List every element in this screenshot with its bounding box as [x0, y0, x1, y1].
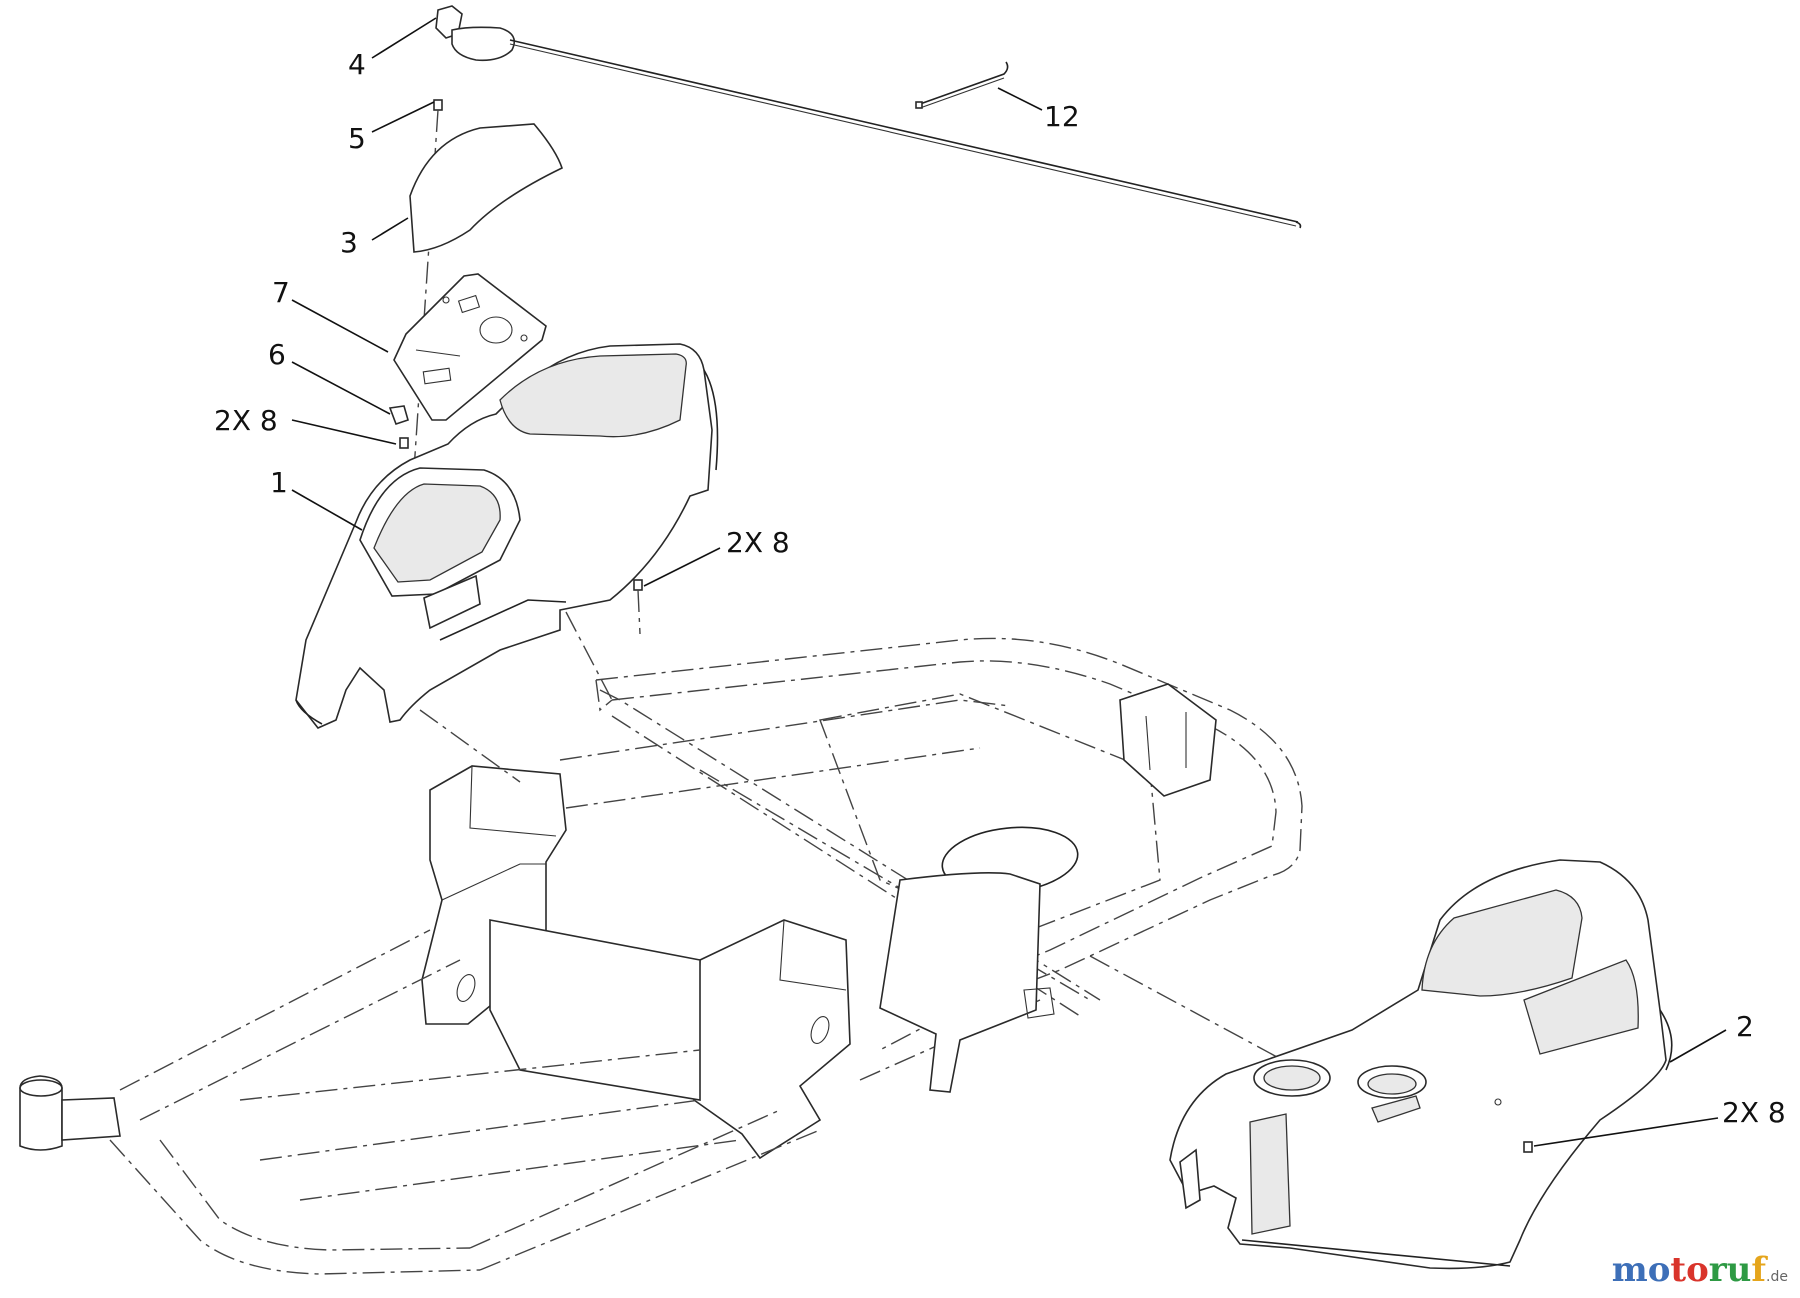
callout-5: 5: [348, 122, 366, 155]
control-plate-7: [393, 273, 547, 421]
cable-tie: [915, 61, 1009, 109]
watermark-part-1: mo: [1611, 1250, 1671, 1290]
screw-8c: [1523, 1141, 1533, 1153]
callout-3: 3: [340, 226, 358, 259]
callout-6: 6: [268, 338, 286, 371]
callout-7: 7: [272, 276, 290, 309]
callout-4: 4: [348, 48, 366, 81]
console-1: [295, 343, 719, 729]
screw-8b: [633, 579, 643, 591]
watermark-part-2: to: [1670, 1250, 1709, 1290]
watermark-logo: motoruf.de: [1612, 1250, 1788, 1290]
screw-5: [433, 99, 443, 111]
callout-8a: 2X 8: [214, 404, 278, 437]
callout-1: 1: [270, 466, 288, 499]
screw-8a: [399, 437, 409, 449]
decal-3: [409, 123, 563, 253]
cable-assembly: [435, 5, 1302, 229]
clip-6: [388, 405, 409, 426]
callout-8b: 2X 8: [726, 526, 790, 559]
watermark-part-3: ru: [1708, 1250, 1752, 1290]
leader-lines: [291, 17, 1727, 1147]
callout-8c: 2X 8: [1722, 1096, 1786, 1129]
console-2: [1169, 859, 1673, 1270]
callout-12: 12: [1044, 100, 1080, 133]
frame: [19, 637, 1303, 1275]
watermark-part-4: f: [1751, 1250, 1767, 1290]
callout-2: 2: [1736, 1010, 1754, 1043]
watermark-suffix: .de: [1766, 1269, 1788, 1285]
